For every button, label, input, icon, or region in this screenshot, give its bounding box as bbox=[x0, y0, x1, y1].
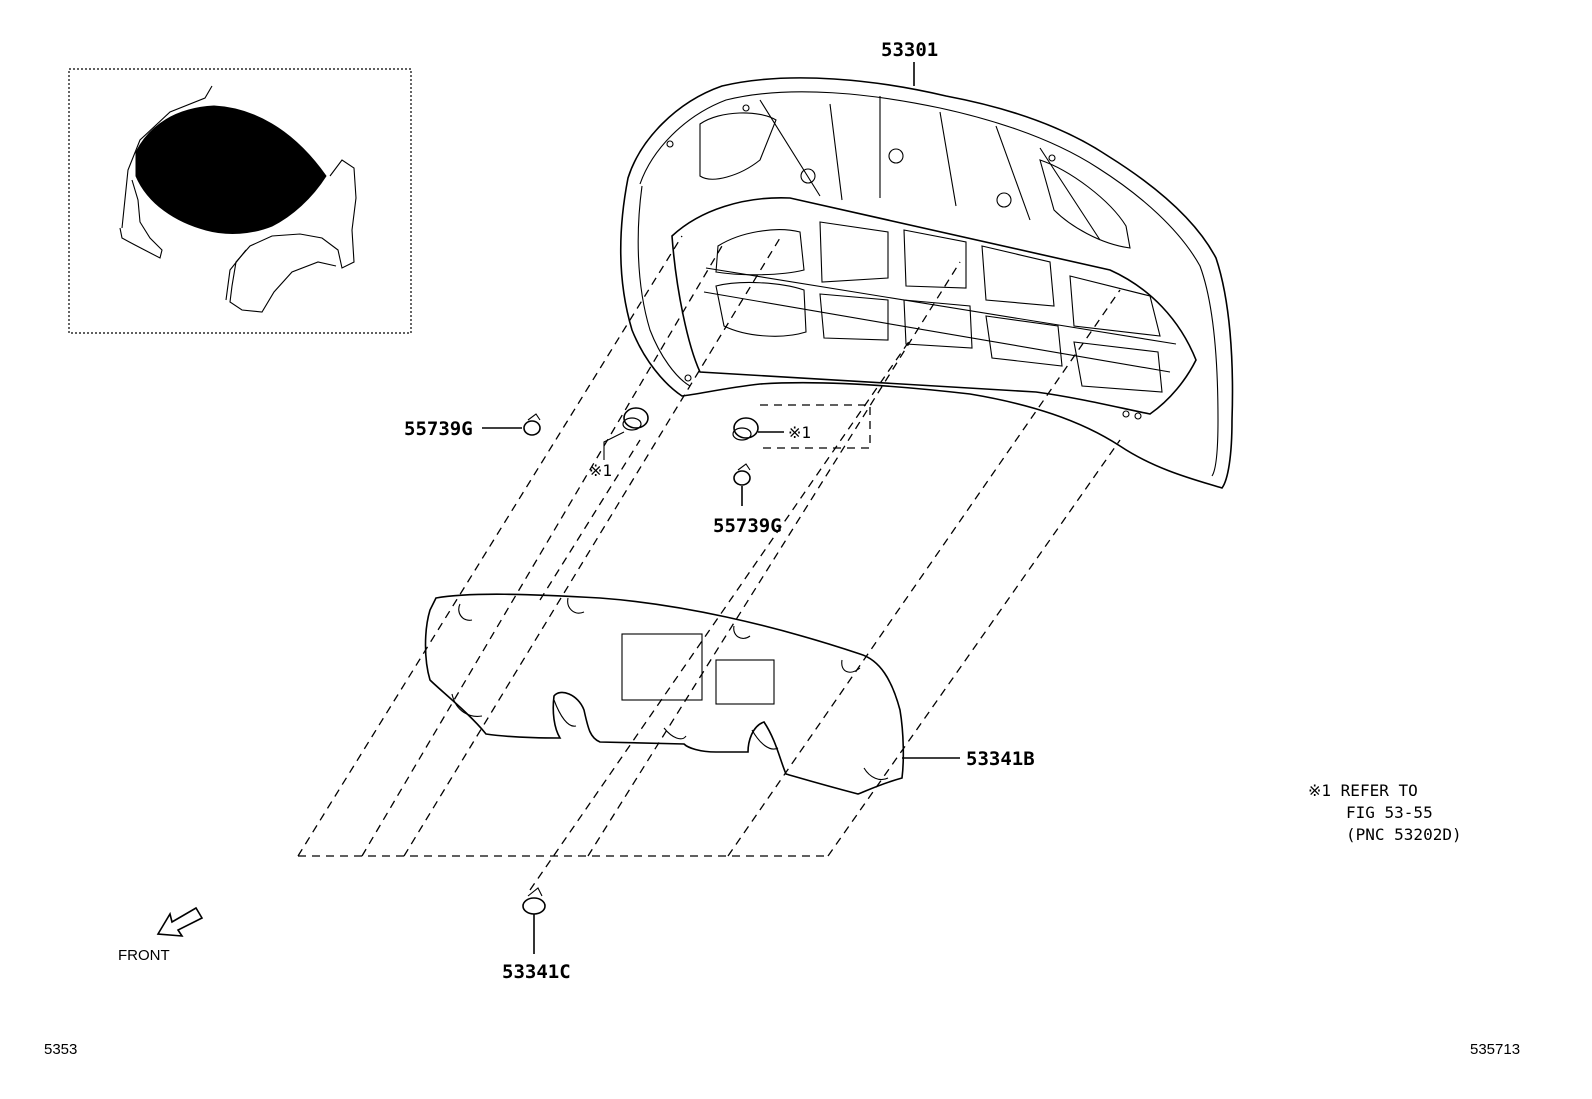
bumper-cushion-right bbox=[732, 417, 784, 441]
callout-53341c: 53341C bbox=[502, 961, 571, 983]
bumper-cushion-left bbox=[603, 407, 649, 460]
hood-highlight bbox=[135, 105, 327, 234]
front-label: FRONT bbox=[118, 947, 170, 964]
hood-insulator bbox=[424, 593, 905, 795]
reference-note-line2: FIG 53-55 bbox=[1346, 803, 1433, 822]
reference-note-line3: (PNC 53202D) bbox=[1346, 825, 1462, 844]
mounting-lines bbox=[297, 235, 1121, 891]
figure-code-left: 5353 bbox=[44, 1041, 77, 1058]
callout-ref-left: ※1 bbox=[589, 461, 612, 480]
callout-55739g-right: 55739G bbox=[713, 515, 782, 537]
clip-55739g-left bbox=[482, 413, 541, 436]
reference-note-line1: ※1 REFER TO bbox=[1308, 781, 1418, 800]
clip-55739g-right bbox=[733, 463, 751, 506]
front-arrow-icon bbox=[156, 906, 204, 937]
figure-code-right: 535713 bbox=[1470, 1041, 1520, 1058]
callout-55739g-left: 55739G bbox=[404, 418, 473, 440]
retainer-53341c bbox=[522, 887, 546, 954]
callout-53341b: 53341B bbox=[966, 748, 1035, 770]
hood-panel bbox=[619, 77, 1234, 489]
locator-inset bbox=[68, 68, 412, 334]
callout-ref-right: ※1 bbox=[788, 423, 811, 442]
callout-53301: 53301 bbox=[881, 39, 938, 61]
